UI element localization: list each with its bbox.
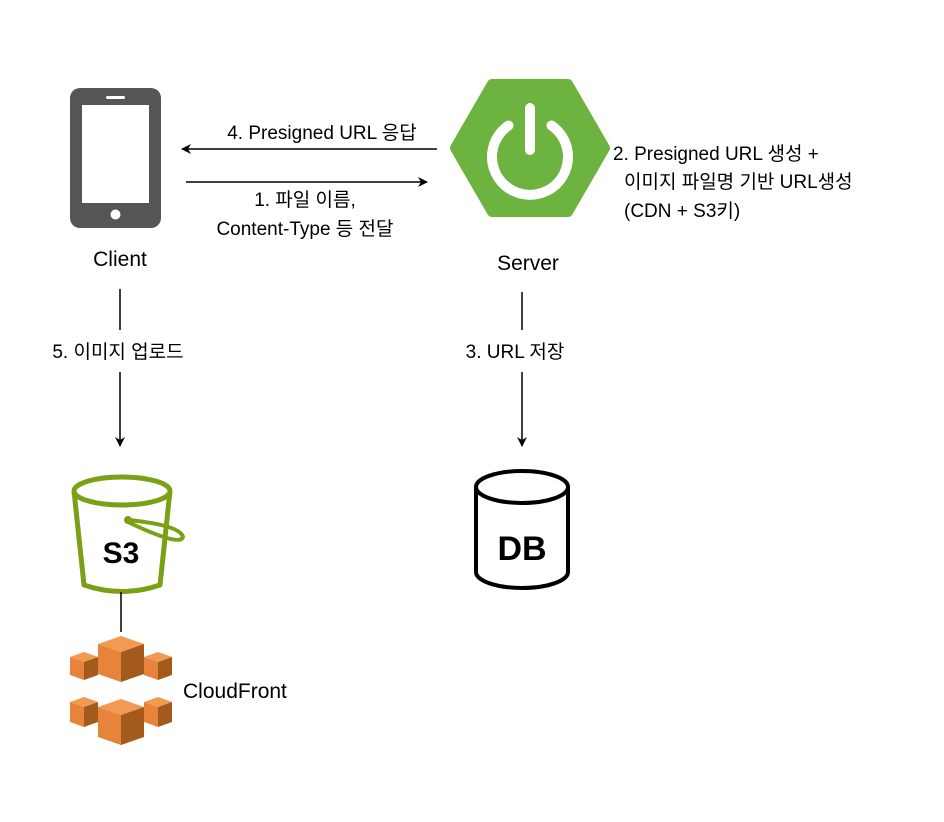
edge-request-label-line1: 1. 파일 이름, (254, 189, 356, 211)
edge-upload-label: 5. 이미지 업로드 (52, 341, 183, 363)
database-cylinder-icon (474, 469, 570, 590)
s3-label: S3 (103, 537, 140, 570)
edge-save-label: 3. URL 저장 (466, 341, 565, 363)
spring-power-icon (450, 79, 610, 217)
db-label: DB (497, 530, 546, 568)
cloudfront-label: CloudFront (183, 680, 287, 703)
server-label: Server (497, 252, 559, 275)
client-label: Client (93, 248, 147, 271)
smartphone-icon (70, 88, 161, 228)
s3-bucket-icon (71, 474, 186, 594)
edge-request-label-line2: Content-Type 등 전달 (216, 218, 393, 240)
step2-label-line3: (CDN + S3키) (624, 200, 740, 222)
step2-label-line2: 이미지 파일명 기반 URL생성 (624, 171, 853, 193)
step2-label-line1: 2. Presigned URL 생성 + (613, 143, 819, 165)
cloudfront-icon (70, 636, 172, 745)
edge-presigned-response-label: 4. Presigned URL 응답 (227, 122, 417, 144)
